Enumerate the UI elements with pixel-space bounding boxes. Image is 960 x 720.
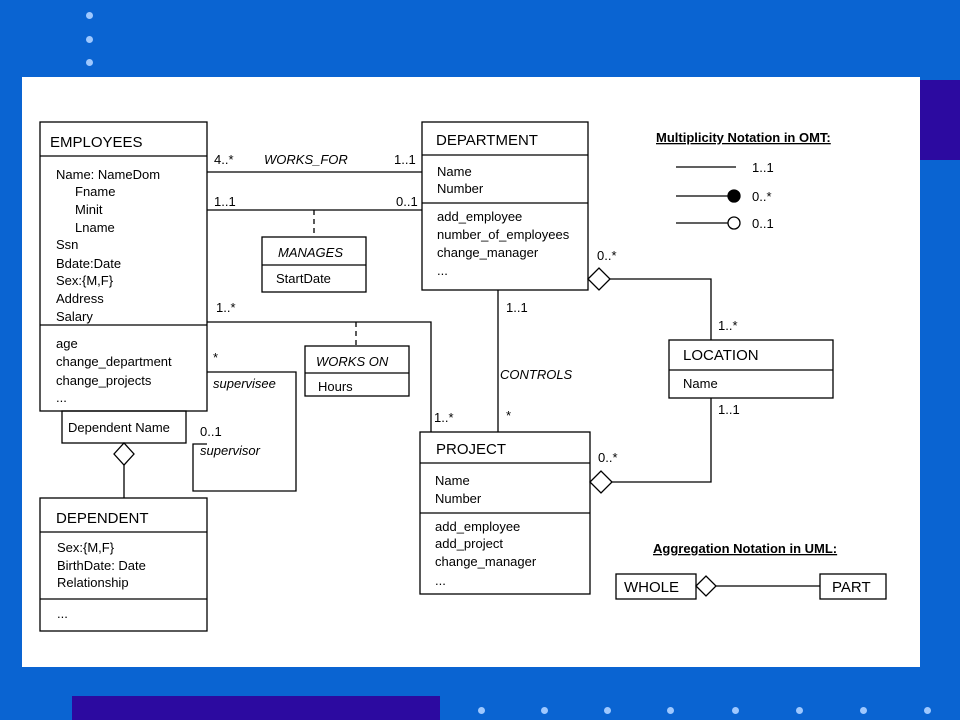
supervision-line xyxy=(192,371,297,492)
dependent-attr: BirthDate: Date xyxy=(57,558,146,573)
aggregation-diamond xyxy=(589,470,613,494)
uml-legend-title: Aggregation Notation in UML: xyxy=(653,541,837,556)
department-attr: Name xyxy=(437,164,472,179)
project-attr: Name xyxy=(435,473,470,488)
dependent-op: ... xyxy=(57,606,68,621)
employees-title: EMPLOYEES xyxy=(50,134,143,151)
qualifier-label: Dependent Name xyxy=(68,420,170,435)
decor-dot xyxy=(732,707,739,714)
controls-mult-project: * xyxy=(506,408,511,423)
department-op: change_manager xyxy=(437,245,539,260)
works-on-line xyxy=(207,321,432,432)
decor-dot xyxy=(796,707,803,714)
employees-attr: Bdate:Date xyxy=(56,256,121,271)
dept-location-mult-location: 1..* xyxy=(718,318,738,333)
accent-bar-right xyxy=(920,80,960,160)
employees-attr: Address xyxy=(56,291,104,306)
aggregation-diamond xyxy=(113,442,135,466)
accent-bar-bottom xyxy=(72,696,440,720)
assoc-class-manages xyxy=(261,236,367,293)
decor-dot xyxy=(541,707,548,714)
project-location-mult-project: 0..* xyxy=(598,450,618,465)
department-op: add_employee xyxy=(437,209,522,224)
works-on-mult-employee: 1..* xyxy=(216,300,236,315)
employees-op: age xyxy=(56,336,78,351)
decor-dot xyxy=(86,12,93,19)
decor-dot xyxy=(86,36,93,43)
dependent-title: DEPENDENT xyxy=(56,510,149,527)
omt-legend-item: 0..* xyxy=(752,189,772,204)
employees-attr: Salary xyxy=(56,309,93,324)
supervisor-mult: 0..1 xyxy=(200,424,222,439)
project-op: add_project xyxy=(435,536,503,551)
location-title: LOCATION xyxy=(683,347,759,364)
class-dependent xyxy=(39,497,208,632)
omt-legend-item: 1..1 xyxy=(752,160,774,175)
employees-attr: Sex:{M,F} xyxy=(56,273,114,288)
decor-dot xyxy=(924,707,931,714)
decor-dot xyxy=(604,707,611,714)
part-box xyxy=(819,573,887,600)
assoc-class-works-on xyxy=(304,345,410,397)
works-on-attr: Hours xyxy=(318,379,353,394)
omt-legend-title: Multiplicity Notation in OMT: xyxy=(656,130,831,145)
manages-attr: StartDate xyxy=(276,271,331,286)
hollow-circle-icon xyxy=(727,216,741,230)
department-title: DEPARTMENT xyxy=(436,132,538,149)
manages-mult-employee: 1..1 xyxy=(214,194,236,209)
employees-attr: Ssn xyxy=(56,237,78,252)
project-op: ... xyxy=(435,573,446,588)
aggregation-diamond xyxy=(695,575,717,597)
employees-op: change_department xyxy=(56,354,172,369)
dependent-attr: Sex:{M,F} xyxy=(57,540,115,555)
department-attr: Number xyxy=(437,181,484,196)
employees-attr: Lname xyxy=(75,220,115,235)
class-department xyxy=(421,121,589,291)
location-attr: Name xyxy=(683,376,718,391)
decor-dot xyxy=(86,59,93,66)
supervisee-role: supervisee xyxy=(213,376,276,391)
works-for-mult-department: 1..1 xyxy=(394,152,416,167)
supervisee-mult: * xyxy=(213,350,218,365)
filled-circle-icon xyxy=(727,189,741,203)
project-location-mult-location: 1..1 xyxy=(718,402,740,417)
supervisor-role: supervisor xyxy=(200,443,261,458)
employees-attr: Name: NameDom xyxy=(56,167,160,182)
omt-legend-item: 0..1 xyxy=(752,216,774,231)
works-for-name: WORKS_FOR xyxy=(264,152,348,167)
controls-name: CONTROLS xyxy=(500,367,573,382)
controls-mult-department: 1..1 xyxy=(506,300,528,315)
department-op: number_of_employees xyxy=(437,227,570,242)
works-on-mult-project: 1..* xyxy=(434,410,454,425)
class-location xyxy=(668,339,834,399)
project-op: add_employee xyxy=(435,519,520,534)
works-on-title: WORKS ON xyxy=(316,354,389,369)
whole-label: WHOLE xyxy=(624,579,679,596)
employees-attr: Minit xyxy=(75,202,103,217)
class-project xyxy=(419,431,591,595)
department-op: ... xyxy=(437,263,448,278)
dependent-attr: Relationship xyxy=(57,575,129,590)
project-title: PROJECT xyxy=(436,441,506,458)
project-location-line xyxy=(612,398,712,483)
project-attr: Number xyxy=(435,491,482,506)
employees-op: ... xyxy=(56,390,67,405)
manages-title: MANAGES xyxy=(278,245,343,260)
manages-mult-department: 0..1 xyxy=(396,194,418,209)
decor-dot xyxy=(667,707,674,714)
employees-attr: Fname xyxy=(75,184,115,199)
aggregation-diamond xyxy=(587,267,611,291)
dept-location-mult-department: 0..* xyxy=(597,248,617,263)
dept-location-line xyxy=(610,278,712,340)
employees-op: change_projects xyxy=(56,373,152,388)
decor-dot xyxy=(478,707,485,714)
works-for-mult-employee: 4..* xyxy=(214,152,234,167)
part-label: PART xyxy=(832,579,871,596)
er-diagram: EMPLOYEES Name: NameDom Fname Minit Lnam… xyxy=(39,121,887,632)
decor-dot xyxy=(860,707,867,714)
project-op: change_manager xyxy=(435,554,537,569)
diagram-panel: EMPLOYEES Name: NameDom Fname Minit Lnam… xyxy=(22,77,920,667)
